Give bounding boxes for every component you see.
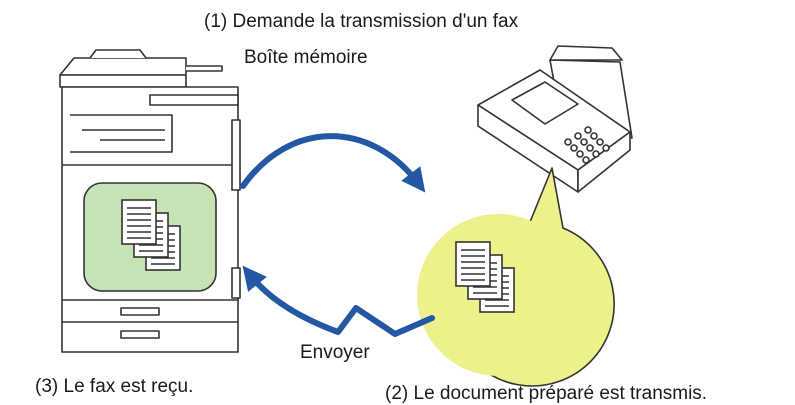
send-label: Envoyer <box>300 342 370 363</box>
send-arrow <box>242 265 435 337</box>
request-label: (1) Demande la transmission d'un fax <box>204 11 519 32</box>
fax-machine-icon <box>477 45 633 193</box>
received-label: (3) Le fax est reçu. <box>35 376 193 397</box>
request-arrow <box>240 133 426 193</box>
transmitted-label: (2) Le document préparé est transmis. <box>385 383 707 404</box>
memory-box-label: Boîte mémoire <box>244 47 368 68</box>
